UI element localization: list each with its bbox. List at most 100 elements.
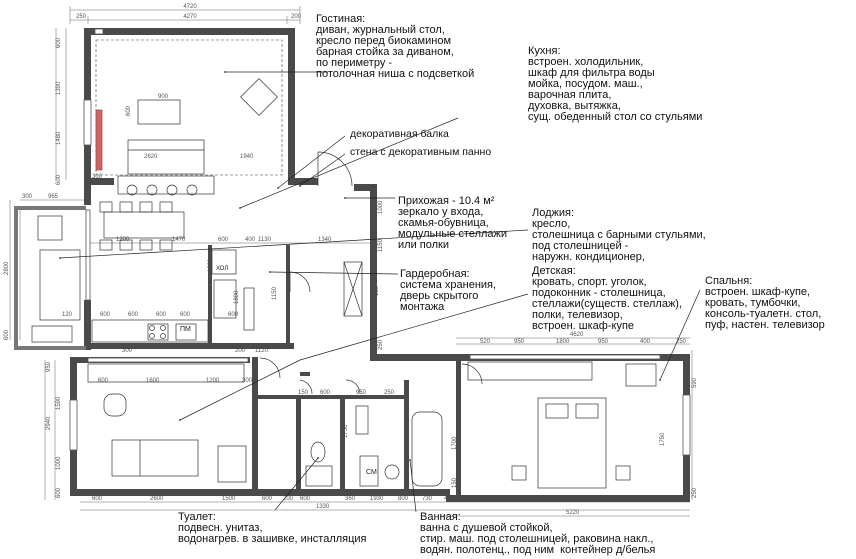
dim-kitchen-small-1: 1800 bbox=[234, 290, 240, 304]
dim-kitchen-bottom-6: 200 bbox=[235, 348, 246, 354]
leader-lines bbox=[59, 71, 701, 513]
dim-kids-left-3: 1000 bbox=[56, 456, 62, 470]
dim-bath-row-2: 150 bbox=[298, 390, 309, 396]
kids-wardrobe bbox=[87, 363, 245, 383]
dim-kitchen-bottom-2: 600 bbox=[156, 312, 167, 318]
dining-table bbox=[103, 211, 185, 239]
dim-kids-left-1: 1590 bbox=[56, 396, 62, 410]
annotation-panel-wall: стена с декоративным панно bbox=[350, 146, 492, 158]
dim-bedroom-total: 4620 bbox=[570, 332, 584, 338]
hol-label: ХОЛ bbox=[216, 266, 228, 272]
bedroom-bed bbox=[537, 397, 607, 489]
annotation-bathroom: Ванная: ванна с душевой стойкой, стир. м… bbox=[420, 511, 656, 556]
fridge bbox=[211, 249, 237, 275]
annotation-kitchen: Кухня: встроен. холодильник, шкаф для фи… bbox=[528, 45, 703, 123]
dim-kitchen-bottom-4: 600 bbox=[228, 312, 239, 318]
dim-kitchen-row-4: 1130 bbox=[258, 237, 272, 243]
dim-living-inner-1: 600 bbox=[126, 105, 132, 116]
dim-kids-row-1: 1600 bbox=[146, 378, 160, 384]
dim-bedroom-top-0: 520 bbox=[480, 339, 491, 345]
sport-corner bbox=[217, 445, 247, 483]
dim-living-left-3: 600 bbox=[56, 174, 62, 185]
wc bbox=[310, 441, 326, 463]
dim-kitchen-bottom-1: 600 bbox=[128, 312, 139, 318]
dim-kitchen-bottom-3: 600 bbox=[180, 312, 191, 318]
dim-kids-row-2: 1200 bbox=[206, 378, 220, 384]
dim-living-inner-0: 900 bbox=[158, 94, 169, 100]
dim-bedroom-right-2: 250 bbox=[692, 487, 698, 498]
loggia-counter bbox=[39, 249, 81, 321]
hall-shelves bbox=[343, 261, 363, 317]
armchair bbox=[240, 78, 278, 116]
dim-kitchen-row-5: 1340 bbox=[318, 237, 332, 243]
dim-living-inner-2: 2620 bbox=[144, 154, 158, 160]
loggia-armchair bbox=[37, 215, 63, 241]
dim-bedroom-top-2: 1800 bbox=[556, 339, 570, 345]
dim-bath-right-2: 150 bbox=[452, 477, 458, 488]
dim-kitchen-small-2: 1150 bbox=[272, 286, 278, 300]
dim-kitchen-bottom-7: 1120 bbox=[255, 348, 269, 354]
dim-kids-left-0: 950 bbox=[46, 361, 52, 372]
dim-kitchen-bottom-0: 600 bbox=[100, 312, 111, 318]
dim-kids-row-0: 600 bbox=[98, 378, 109, 384]
dim-bottom-6: 1330 bbox=[316, 504, 330, 510]
dim-bath-row-0: 600 bbox=[320, 390, 331, 396]
dim-kids-row-3: 300 bbox=[242, 378, 253, 384]
dim-bedroom-right-0: 590 bbox=[692, 377, 698, 388]
annotation-hallway: Прихожая - 10.4 м² зеркало у входа, скам… bbox=[398, 195, 508, 251]
bathtub bbox=[411, 411, 443, 487]
vanity bbox=[625, 363, 657, 387]
dim-bath-row-1: 950 bbox=[356, 390, 367, 396]
annotation-bedroom: Спальня: встроен. шкаф-купе, кровать, ту… bbox=[705, 275, 825, 331]
dim-kitchen-small-6: 250 bbox=[378, 339, 384, 350]
dim-bottom-3: 600 bbox=[262, 496, 273, 502]
dim-kids-left-2: 2940 bbox=[46, 416, 52, 430]
sofa bbox=[127, 139, 205, 175]
dim-bedroom-top-3: 950 bbox=[598, 339, 609, 345]
dim-bottom-8: 1930 bbox=[370, 496, 384, 502]
dim-kitchen-bottom-5: 300 bbox=[122, 348, 133, 354]
dim-bottom-9: 800 bbox=[398, 496, 409, 502]
coffee-table bbox=[137, 99, 181, 125]
washbasin bbox=[384, 464, 400, 480]
dim-bottom-4: 200 bbox=[283, 496, 294, 502]
sm-label: СМ bbox=[366, 469, 377, 476]
dim-living-left-0: 600 bbox=[56, 37, 62, 48]
dim-bath-row-3: 250 bbox=[384, 390, 395, 396]
annotation-wardrobe: Гардеробная: система хранения, дверь скр… bbox=[400, 268, 497, 313]
dim-bottom-total: 5220 bbox=[566, 510, 580, 516]
dim-top-2: 200 bbox=[291, 14, 302, 20]
annotation-toilet: Туалет: подвесн. унитаз, водонагрев. в з… bbox=[178, 511, 367, 545]
dim-living-inner-3: 1940 bbox=[240, 154, 254, 160]
dim-kitchen-row-1: 1470 bbox=[172, 237, 186, 243]
dim-bottom-10: 730 bbox=[422, 496, 433, 502]
dim-loggia-left-0: 2800 bbox=[4, 261, 10, 275]
dim-bedroom-top-5: 250 bbox=[676, 339, 687, 345]
dim-bath-right-0: 1750 bbox=[343, 424, 349, 438]
bedroom-wardrobe bbox=[467, 361, 593, 381]
ceiling-niche-outline bbox=[95, 39, 283, 176]
bar-counter bbox=[117, 175, 215, 195]
dim-bottom-2: 1500 bbox=[222, 496, 236, 502]
dim-living-left-1: 1390 bbox=[56, 81, 62, 95]
annotation-loggia: Лоджия: кресло, столешница с барными сту… bbox=[532, 207, 706, 263]
dim-loggia-left-1: 600 bbox=[4, 329, 10, 340]
stove bbox=[147, 323, 169, 341]
dim-bedroom-right-1: 1750 bbox=[660, 432, 666, 446]
dim-loggia-top-0: 300 bbox=[22, 194, 33, 200]
dim-bottom-1: 2600 bbox=[150, 496, 164, 502]
annotation-decorative-beam: декоративная балка bbox=[350, 128, 449, 140]
dim-bottom-7: 360 bbox=[345, 496, 356, 502]
furniture bbox=[31, 78, 657, 489]
kids-bed bbox=[111, 439, 199, 477]
dim-loggia-top-1: 965 bbox=[48, 194, 59, 200]
dim-kitchen-small-5: 1150 bbox=[378, 238, 384, 252]
dim-bottom-0: 600 bbox=[92, 496, 103, 502]
dim-bottom-5: 600 bbox=[300, 496, 311, 502]
dim-bedroom-top-1: 950 bbox=[514, 339, 525, 345]
dim-kitchen-small-4: 1000 bbox=[378, 200, 384, 214]
dim-bath-right-1: 1700 bbox=[452, 436, 458, 450]
dim-living-left-2: 1480 bbox=[56, 131, 62, 145]
dim-bedroom-top-4: 400 bbox=[640, 339, 651, 345]
